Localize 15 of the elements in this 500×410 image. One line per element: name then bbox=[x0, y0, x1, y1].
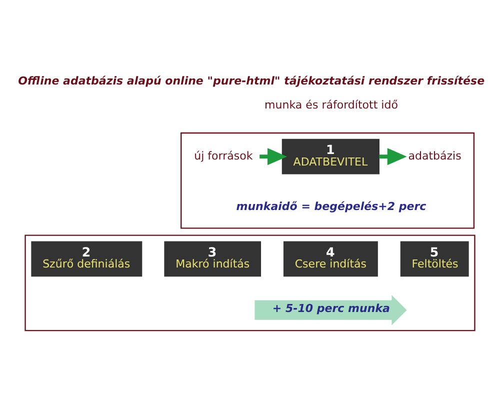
cluster bbox=[180, 132, 475, 229]
node-box: 1 ADATBEVITEL bbox=[282, 138, 380, 174]
diagram-title: Offline adatbázis alapú online "pure-html" tájékoztatási rendszer frissítése bbox=[18, 74, 485, 88]
node-text: adatbázis bbox=[408, 150, 462, 162]
arrow bbox=[260, 148, 287, 166]
node-box: 5 Feltöltés bbox=[400, 241, 469, 277]
label: munka és ráfordított idő bbox=[264, 98, 398, 112]
label: munkaidő = begépelés+2 perc bbox=[236, 200, 426, 213]
node-box: 4 Csere indítás bbox=[283, 241, 378, 277]
node-box: 2 Szűrő definiálás bbox=[31, 241, 142, 277]
label: + 5-10 perc munka bbox=[272, 302, 390, 316]
arrow bbox=[379, 148, 407, 166]
cluster bbox=[24, 234, 476, 332]
node-box: 3 Makró indítás bbox=[164, 241, 262, 277]
node-text: új források bbox=[194, 150, 253, 162]
